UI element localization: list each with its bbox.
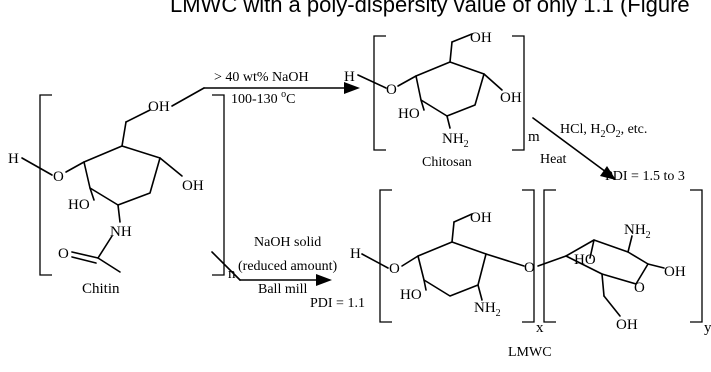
chitosan-o-c4-bond — [397, 75, 417, 87]
arrow-right-line — [532, 117, 607, 173]
arrow-bottom-slant — [211, 251, 241, 281]
chitin-oh-top-label: OH — [148, 99, 170, 115]
bottom-condition-3: Ball mill — [258, 282, 308, 297]
chitin-c-o-bond-1 — [71, 251, 99, 259]
lmwc-bracket-y-right — [690, 189, 703, 323]
chitin-oh-right-label: OH — [182, 178, 204, 194]
chitin-c3-oh-bond — [89, 187, 95, 201]
lmwc-o-c4-bond — [401, 255, 419, 267]
chitin-ch2-bond — [121, 121, 127, 147]
chitin-n-c-bond — [97, 235, 113, 259]
lmwc-h-label: H — [350, 246, 361, 262]
chitosan-ch2-bond — [449, 41, 453, 63]
lmwc-nh2-2-label: NH2 — [624, 222, 651, 241]
lmwc-ho-left-label: HO — [400, 287, 422, 303]
lmwc-c2-n-bond — [477, 284, 483, 301]
top-condition-2: 100-130 oC — [231, 89, 296, 107]
chitin-o-link-label: O — [53, 169, 64, 185]
chitin-nh-label: NH — [110, 224, 132, 240]
lmwc-ring-1 — [417, 241, 487, 297]
lmwc-bracket-x-left — [379, 189, 392, 323]
chitin-c-o-bond-2 — [71, 256, 97, 264]
chitin-carbonyl-o-label: O — [58, 246, 69, 262]
lmwc-oh-bottom-2-label: OH — [616, 317, 638, 333]
lmwc-oh-top-label: OH — [470, 210, 492, 226]
chitosan-oh-right-label: OH — [500, 90, 522, 106]
chitin-ring — [83, 145, 161, 206]
right-pdi: PDI = 1.5 to 3 — [605, 169, 685, 184]
arrow-chitin-to-chitosan: > 40 wt% NaOH 100-130 oC — [171, 70, 360, 107]
lmwc-ch2oh-bond-2 — [603, 295, 621, 317]
lmwc-c2-n-bond-2 — [627, 235, 633, 253]
lmwc-name: LMWC — [508, 345, 552, 360]
chitosan-bracket-left — [373, 35, 386, 151]
lmwc-c1-oh-bond-2 — [647, 263, 665, 269]
chitosan-h-label: H — [344, 69, 355, 85]
lmwc-c5-ch2-bond-2 — [601, 273, 605, 297]
arrow-chitosan-to-lmwc: HCl, H2O2, etc. Heat PDI = 1.5 to 3 — [532, 117, 685, 184]
chitosan-ch2oh-bond — [451, 33, 473, 43]
arrow-top-slant — [171, 87, 205, 107]
chitosan-c1-oh-bond — [483, 73, 503, 91]
lmwc-c3-oh-bond — [423, 279, 427, 291]
chitosan-structure: H O OH OH HO NH2 m Chitosan — [344, 30, 540, 170]
chitin-ch2oh-bond — [125, 109, 151, 123]
lmwc-ch2-bond — [451, 221, 455, 243]
lmwc-c3-oh-bond-2 — [589, 239, 595, 259]
chitosan-c2-n-bond — [446, 115, 451, 129]
lmwc-nh2-label: NH2 — [474, 300, 501, 319]
arrow-chitin-to-lmwc: NaOH solid (reduced amount) Ball mill PD… — [211, 235, 365, 311]
bottom-condition-1: NaOH solid — [254, 235, 321, 250]
chitosan-repeat-m: m — [528, 129, 540, 145]
lmwc-bridge-o-label: O — [524, 260, 535, 276]
chitin-bracket-right — [212, 94, 225, 276]
chitosan-ho-left-label: HO — [398, 106, 420, 122]
lmwc-glycosidic-bond-1 — [485, 253, 525, 267]
chitin-c1-oh-bond — [159, 157, 183, 177]
chitosan-name: Chitosan — [422, 155, 472, 170]
arrow-top-head — [344, 82, 360, 94]
top-condition-1: > 40 wt% NaOH — [214, 70, 309, 85]
lmwc-ring-o-2-label: O — [634, 280, 645, 296]
lmwc-repeat-x: x — [536, 320, 544, 336]
chitin-o-c4-bond — [65, 161, 85, 173]
chitin-h-label: H — [8, 151, 19, 167]
chitin-repeat-n: n — [228, 266, 236, 282]
bottom-condition-2: (reduced amount) — [238, 259, 337, 274]
lmwc-bracket-x-right — [522, 189, 535, 323]
chitosan-o-link-label: O — [386, 82, 397, 98]
lmwc-bracket-y-left — [543, 189, 556, 323]
chitin-structure: H O OH OH HO NH O n Chitin — [8, 94, 236, 297]
lmwc-o-link-label: O — [389, 261, 400, 277]
chitosan-nh2-label: NH2 — [442, 131, 469, 150]
chitin-h-o-bond — [21, 157, 53, 176]
lmwc-repeat-y: y — [704, 320, 711, 336]
bottom-pdi: PDI = 1.1 — [310, 296, 365, 311]
lmwc-glycosidic-bond-2 — [537, 255, 567, 267]
arrow-right-head — [600, 166, 616, 180]
chitosan-c3-oh-bond — [420, 99, 425, 111]
right-condition-2: Heat — [540, 152, 567, 167]
chitosan-oh-top-label: OH — [470, 30, 492, 46]
chitosan-bracket-right — [512, 35, 525, 151]
chitin-c2-n-bond — [117, 204, 121, 223]
chitin-ho-left-label: HO — [68, 197, 90, 213]
lmwc-oh-right-2-label: OH — [664, 264, 686, 280]
lmwc-ch2oh-bond — [453, 213, 473, 223]
chitosan-h-o-bond — [357, 74, 387, 89]
chitin-c-ch3-bond — [97, 257, 121, 273]
chitin-name: Chitin — [82, 281, 120, 297]
lmwc-ho-left-2-label: HO — [574, 252, 596, 268]
lmwc-h-o-bond — [361, 253, 389, 269]
lmwc-structure: H O OH HO NH2 O x HO NH2 OH O OH y LMWC — [350, 189, 711, 360]
right-condition-1: HCl, H2O2, etc. — [560, 122, 647, 140]
arrow-bottom-head — [316, 274, 332, 286]
caption-fragment: LMWC with a poly-dispersity value of onl… — [170, 0, 690, 17]
chitin-bracket-left — [39, 94, 52, 276]
chitosan-ring — [415, 61, 485, 117]
